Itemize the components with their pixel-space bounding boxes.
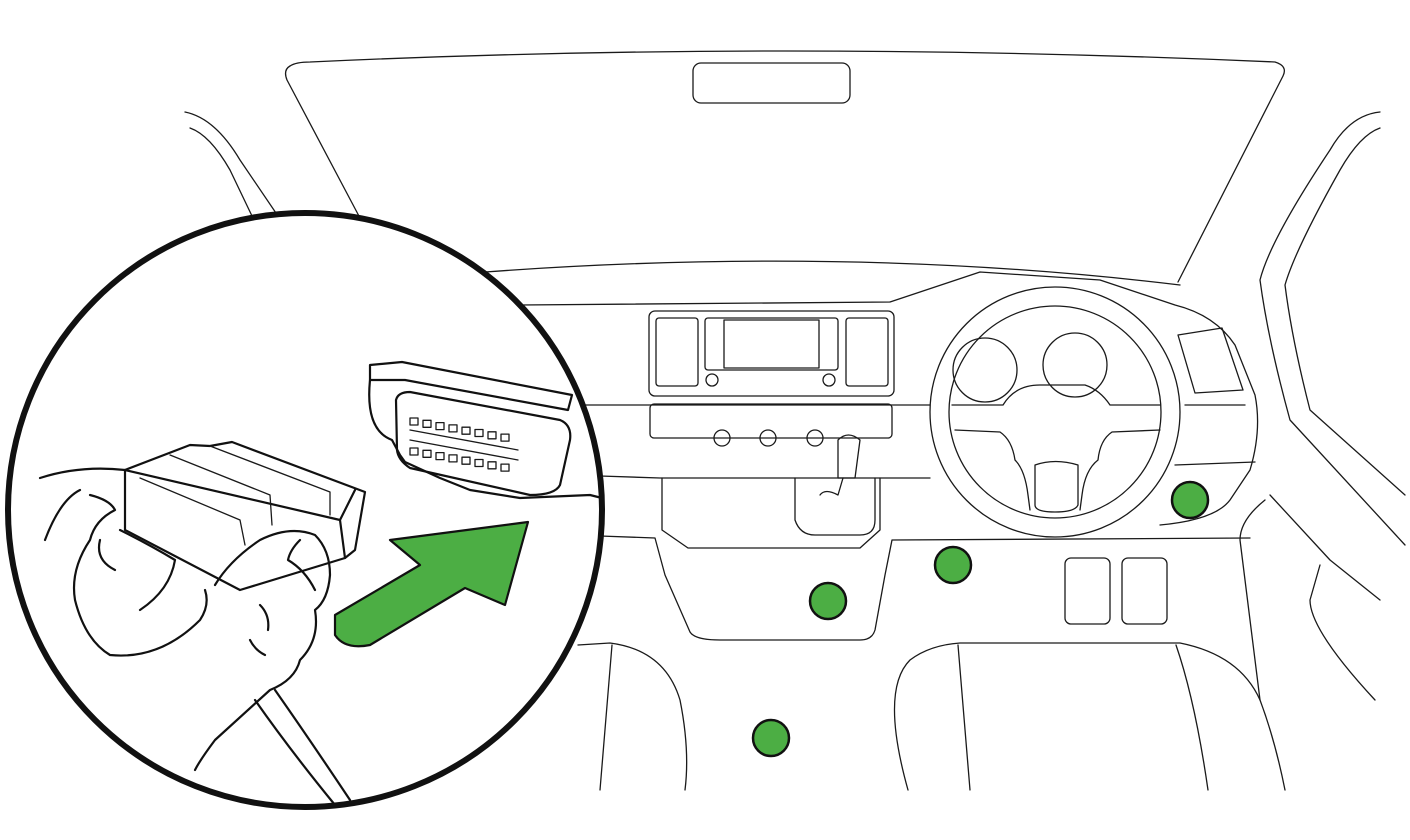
steering-wheel xyxy=(929,286,1181,538)
dashboard xyxy=(484,260,1259,641)
obd-dongle-hand xyxy=(38,440,367,807)
side-vent xyxy=(1177,327,1244,394)
connector-pin xyxy=(422,419,432,428)
windshield xyxy=(284,50,1286,283)
location-marker-under-steering-column xyxy=(933,545,973,585)
screen-display xyxy=(723,319,820,369)
inset-circle xyxy=(5,210,605,810)
connector-pin xyxy=(500,433,510,442)
gauge xyxy=(952,337,1018,403)
obd-inset xyxy=(5,210,605,810)
obd-port xyxy=(368,360,604,500)
gauge xyxy=(1042,332,1108,398)
rearview-mirror xyxy=(692,62,851,104)
connector-pin xyxy=(487,431,497,440)
connector-pin xyxy=(448,424,458,433)
climate-panel xyxy=(649,403,893,439)
connector-pin xyxy=(500,463,510,472)
right-vent xyxy=(845,317,889,387)
location-marker-between-seats xyxy=(751,718,791,758)
connector-pin xyxy=(409,417,419,426)
gear-knob xyxy=(837,434,861,479)
location-marker-center-console-lower xyxy=(808,581,848,621)
connector-pin xyxy=(461,456,471,465)
connector-pin xyxy=(474,428,484,438)
location-markers xyxy=(751,480,1210,758)
connector-pins xyxy=(409,417,510,472)
connector-pin xyxy=(448,454,458,463)
connector-pin xyxy=(487,461,497,470)
infotainment-screen xyxy=(704,317,839,371)
seats xyxy=(577,642,1286,791)
location-marker-under-right-dash xyxy=(1170,480,1210,520)
left-vent xyxy=(655,317,699,387)
pedal xyxy=(1064,557,1111,625)
center-stack xyxy=(648,310,895,397)
connector-pin xyxy=(474,458,484,468)
insert-arrow-icon xyxy=(333,520,530,648)
pedal xyxy=(1121,557,1168,625)
connector-pin xyxy=(461,426,471,435)
connector-pin xyxy=(409,447,419,456)
connector-pin xyxy=(435,421,445,431)
connector-pin xyxy=(435,451,445,461)
connector-pin xyxy=(422,449,432,458)
a-pillars xyxy=(184,111,1406,701)
